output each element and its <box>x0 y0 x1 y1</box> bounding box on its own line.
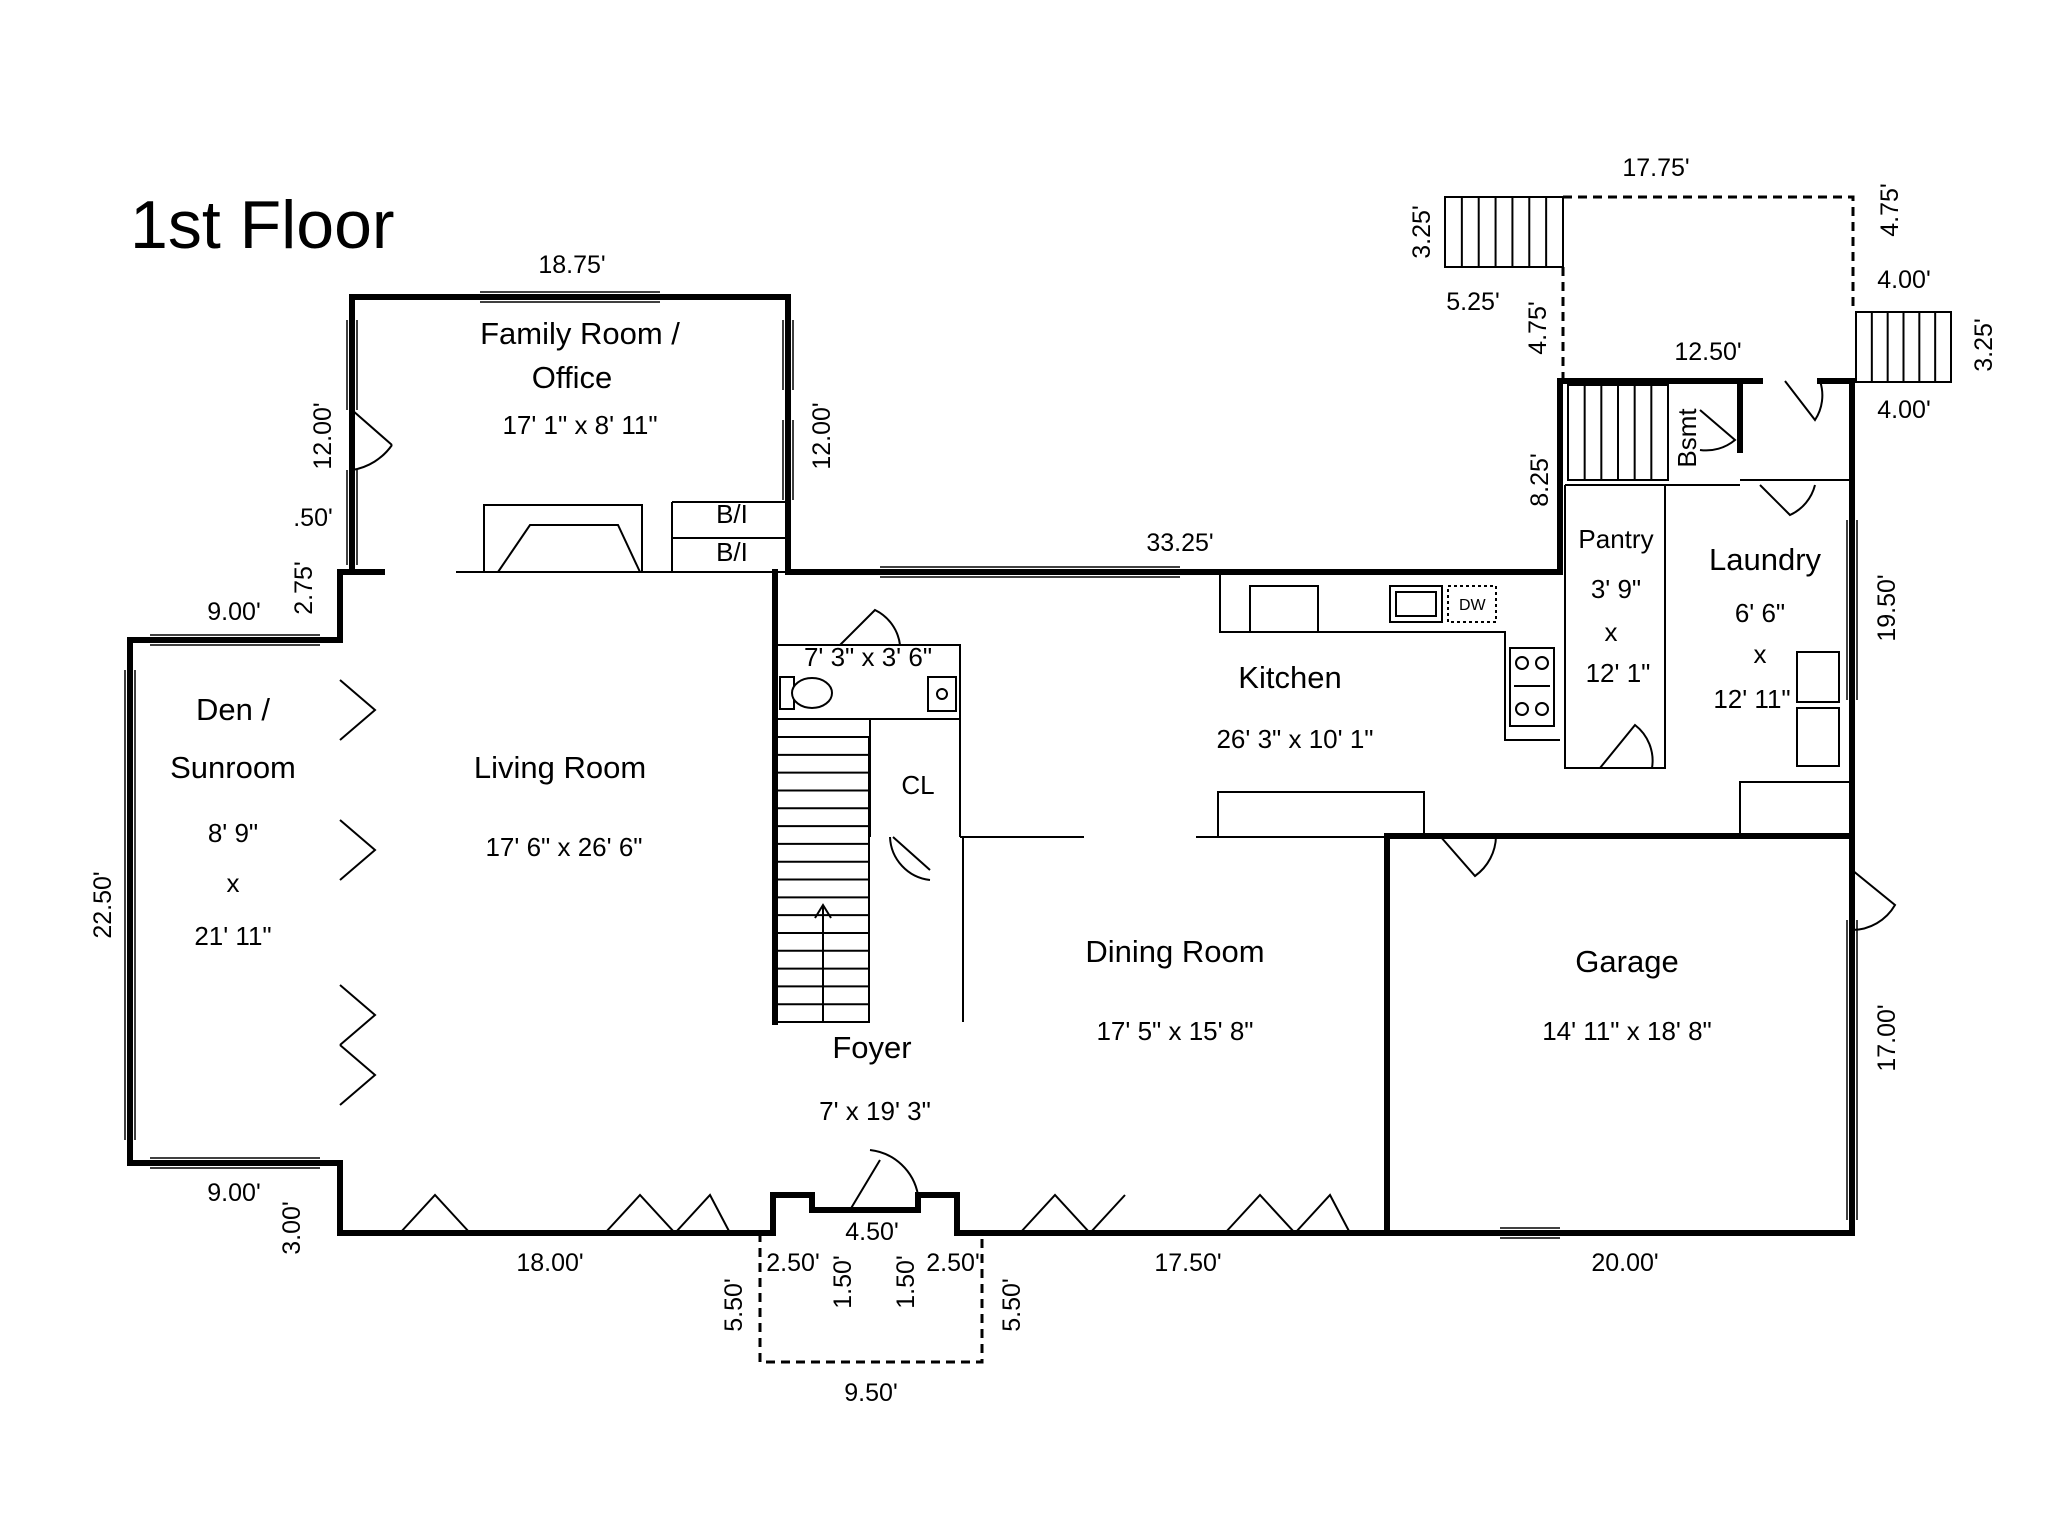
measure-stair-r-400b: 4.00' <box>1877 396 1930 424</box>
measure-porch-950: 9.50' <box>844 1379 897 1407</box>
exterior-stair-left <box>1444 196 1564 268</box>
measure-step-275: 2.75' <box>290 561 318 614</box>
measure-deck-top: 17.75' <box>1622 154 1689 182</box>
laundry-size-1: 6' 6" <box>1735 598 1785 628</box>
basement-label: Bsmt <box>1672 408 1702 468</box>
measurements: 18.75' 12.00' 12.00' .50' 2.75' 9.00' 22… <box>89 154 1998 1407</box>
laundry-size-2: 12' 11" <box>1713 684 1790 714</box>
washer-icon <box>1796 651 1840 703</box>
measure-family-top: 18.75' <box>538 251 605 279</box>
kitchen-size: 26' 3" x 10' 1" <box>1216 724 1373 754</box>
room-labels: Family Room / Office 17' 1" x 8' 11" B/I… <box>170 316 1821 1126</box>
fixtures: DW <box>779 585 1840 767</box>
measure-deck-left: 4.75' <box>1524 301 1552 354</box>
pantry-size-2: 12' 1" <box>1586 658 1651 688</box>
deck-outline <box>1561 195 1855 381</box>
doors <box>339 380 1897 1235</box>
garage-size: 14' 11" x 18' 8" <box>1542 1016 1712 1046</box>
measure-rear-top: 12.50' <box>1674 338 1741 366</box>
measure-family-right: 12.00' <box>808 402 836 469</box>
measure-porch-r150: 1.50' <box>892 1255 920 1308</box>
measure-sw-300: 3.00' <box>278 1201 306 1254</box>
built-in-label-2: B/I <box>716 537 748 567</box>
den-name-1: Den / <box>196 692 270 727</box>
measure-laundry-right: 19.50' <box>1873 574 1901 641</box>
pantry-size-1: 3' 9" <box>1591 574 1641 604</box>
front-porch-outline <box>758 1233 984 1364</box>
living-room-size: 17' 6" x 26' 6" <box>485 832 642 862</box>
measure-family-left: 12.00' <box>309 402 337 469</box>
measure-garage-bottom: 20.00' <box>1591 1249 1658 1277</box>
staircase-main <box>776 736 870 1023</box>
measure-deck-right: 4.75' <box>1876 183 1904 236</box>
garage-name: Garage <box>1575 944 1678 979</box>
measure-stair-r-325: 3.25' <box>1970 318 1998 371</box>
measure-stair-l-325: 3.25' <box>1408 205 1436 258</box>
refrigerator-icon <box>1249 585 1319 633</box>
family-room-name-2: Office <box>532 360 612 395</box>
walls <box>127 294 1855 1236</box>
half-bath-size: 7' 3" x 3' 6" <box>804 642 932 672</box>
closet-label: CL <box>901 770 934 800</box>
measure-porch-r250: 2.50' <box>926 1249 979 1277</box>
den-size-2: 21' 11" <box>194 921 271 951</box>
measure-den-left: 22.50' <box>89 871 117 938</box>
measure-porch-right: 5.50' <box>998 1278 1026 1331</box>
foyer-name: Foyer <box>832 1030 911 1065</box>
dishwasher-icon <box>1447 585 1497 623</box>
exterior-stair-right <box>1855 311 1952 383</box>
measure-garage-right: 17.00' <box>1873 1004 1901 1071</box>
measure-porch-450: 4.50' <box>845 1218 898 1246</box>
measure-porch-l150: 1.50' <box>829 1255 857 1308</box>
measure-step-50: .50' <box>293 504 333 532</box>
plan-title: 1st Floor <box>130 187 395 263</box>
measure-living-bottom: 18.00' <box>516 1249 583 1277</box>
measure-den-bottom: 9.00' <box>207 1179 260 1207</box>
family-room-size: 17' 1" x 8' 11" <box>502 410 657 440</box>
foyer-size: 7' x 19' 3" <box>819 1096 931 1126</box>
den-size-1: 8' 9" <box>208 818 258 848</box>
door-garage-exterior <box>1851 869 1897 931</box>
dining-room-size: 17' 5" x 15' 8" <box>1096 1016 1253 1046</box>
measure-stair-l-525: 5.25' <box>1446 288 1499 316</box>
laundry-name: Laundry <box>1709 542 1822 577</box>
door-family-room <box>351 409 393 471</box>
dining-room-name: Dining Room <box>1085 934 1264 969</box>
kitchen-name: Kitchen <box>1238 660 1341 695</box>
den-size-x: x <box>227 868 240 898</box>
door-garage-interior <box>1439 835 1497 878</box>
built-in-label-1: B/I <box>716 499 748 529</box>
family-room-name-1: Family Room / <box>480 316 680 351</box>
measure-porch-left: 5.50' <box>720 1278 748 1331</box>
dryer-icon <box>1796 707 1840 767</box>
measure-den-top: 9.00' <box>207 598 260 626</box>
windows <box>124 291 1858 1239</box>
measure-pantry-left: 8.25' <box>1526 453 1554 506</box>
measure-porch-l250: 2.50' <box>766 1249 819 1277</box>
toilet-bowl-icon <box>791 677 833 709</box>
living-room-name: Living Room <box>474 750 646 785</box>
pantry-name: Pantry <box>1578 524 1653 554</box>
den-name-2: Sunroom <box>170 750 296 785</box>
pantry-size-x: x <box>1605 617 1618 647</box>
measure-stair-r-400a: 4.00' <box>1877 266 1930 294</box>
dishwasher-label: DW <box>1459 597 1487 614</box>
measure-kitchen-top: 33.25' <box>1146 529 1213 557</box>
measure-dining-bottom: 17.50' <box>1154 1249 1221 1277</box>
basement-stairs <box>1567 384 1669 481</box>
laundry-size-x: x <box>1754 639 1767 669</box>
